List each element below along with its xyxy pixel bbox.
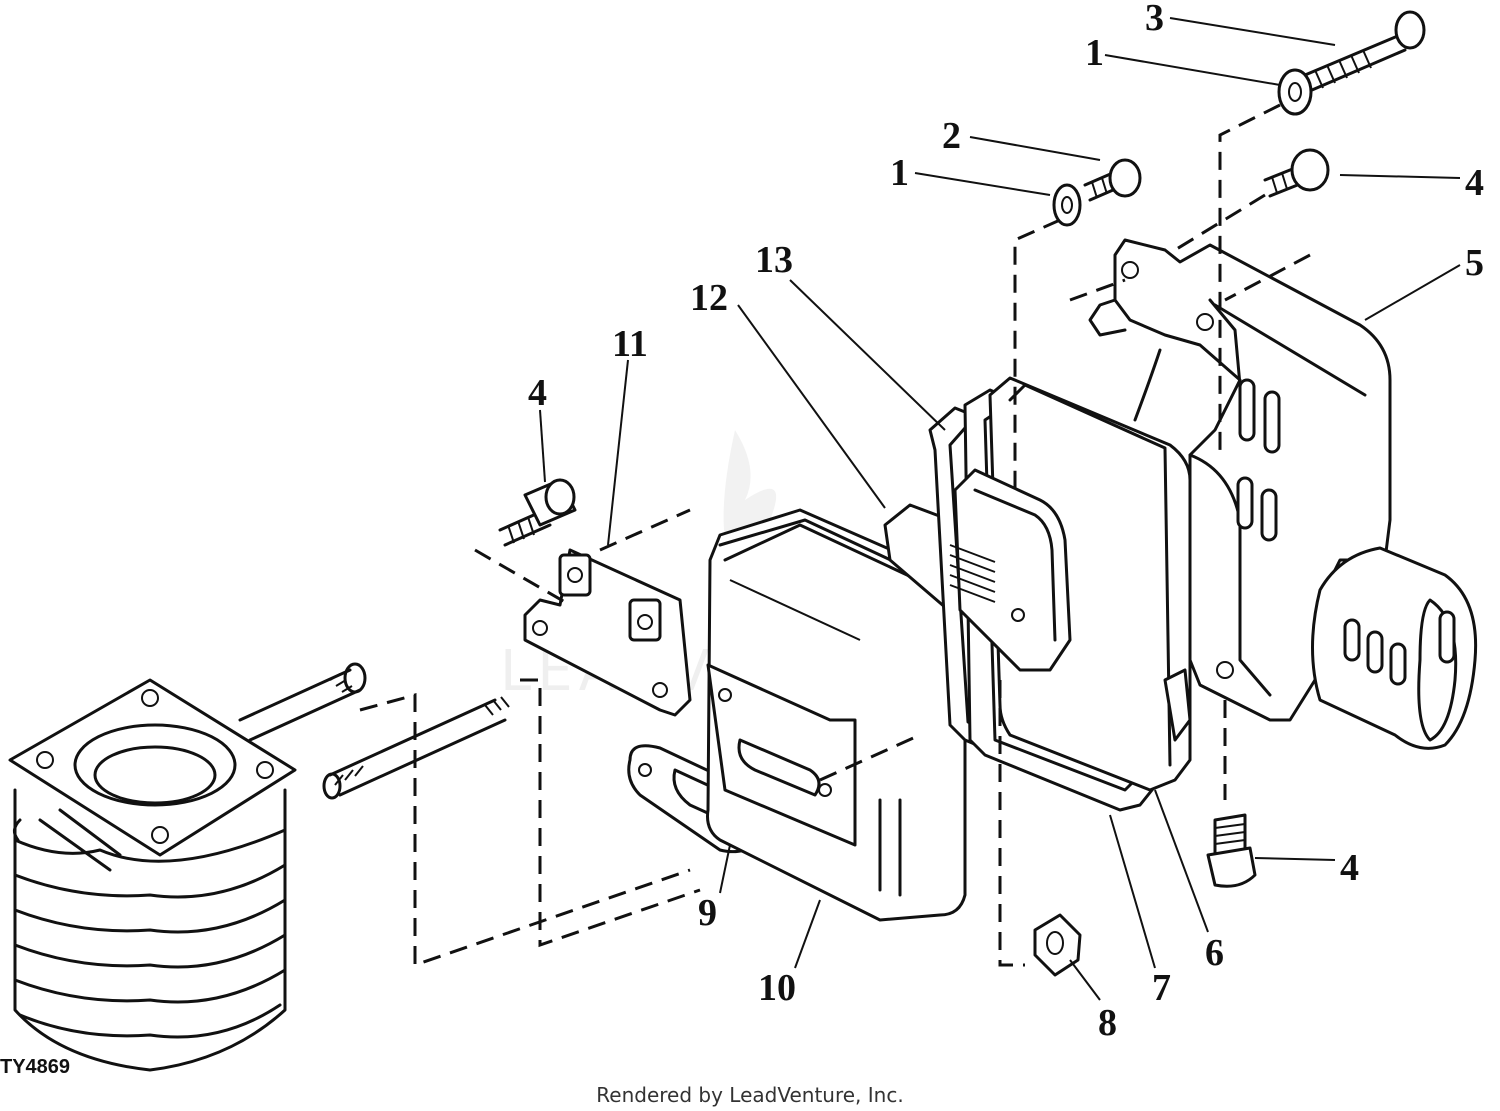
- part-2-screw: [1083, 158, 1142, 202]
- callout-7: 7: [1152, 967, 1171, 1009]
- part-4-bolt-left: [498, 478, 577, 547]
- callout-12: 12: [690, 277, 728, 319]
- part-5-muffler-cover: [1088, 238, 1478, 750]
- drawing-number: TY4869: [0, 1056, 70, 1078]
- part-11-bracket: [474, 508, 692, 717]
- callout-10: 10: [758, 967, 796, 1009]
- callout-labels: 3 1 2 1 4 5 13 12 11 4 4 9 6 10 7 8: [528, 0, 1484, 1044]
- footer-credit: Rendered by LeadVenture, Inc.: [596, 1083, 903, 1107]
- callout-9: 9: [698, 892, 717, 934]
- callout-4-left: 4: [528, 372, 547, 414]
- callout-11: 11: [612, 323, 648, 365]
- part-4-bolt-bottom-right: [1206, 813, 1257, 888]
- part-4-screw-top-right: [1263, 148, 1330, 198]
- callout-4-top-right: 4: [1465, 162, 1484, 204]
- callout-4-bottom-right: 4: [1340, 847, 1359, 889]
- part-10-muffler-body: [706, 508, 969, 922]
- alignment-lines-cover: [819, 103, 1311, 967]
- part-1-washer-mid: [1052, 183, 1082, 227]
- callout-8: 8: [1098, 1002, 1117, 1044]
- callout-13: 13: [755, 239, 793, 281]
- callout-6: 6: [1205, 932, 1224, 974]
- callout-3: 3: [1145, 0, 1164, 39]
- callout-1-top: 1: [1085, 32, 1104, 74]
- engine-cylinder: [8, 662, 510, 1072]
- part-12-baffle-front: [949, 468, 1072, 672]
- part-1-washer-top: [1277, 68, 1313, 116]
- alignment-lines-cylinder: [359, 678, 701, 968]
- leader-lines: [539, 17, 1461, 1001]
- part-8-nut: [1033, 913, 1082, 977]
- callout-1-mid: 1: [890, 152, 909, 194]
- callout-2: 2: [942, 115, 961, 157]
- callout-5: 5: [1465, 242, 1484, 284]
- part-3-long-bolt: [1303, 10, 1426, 92]
